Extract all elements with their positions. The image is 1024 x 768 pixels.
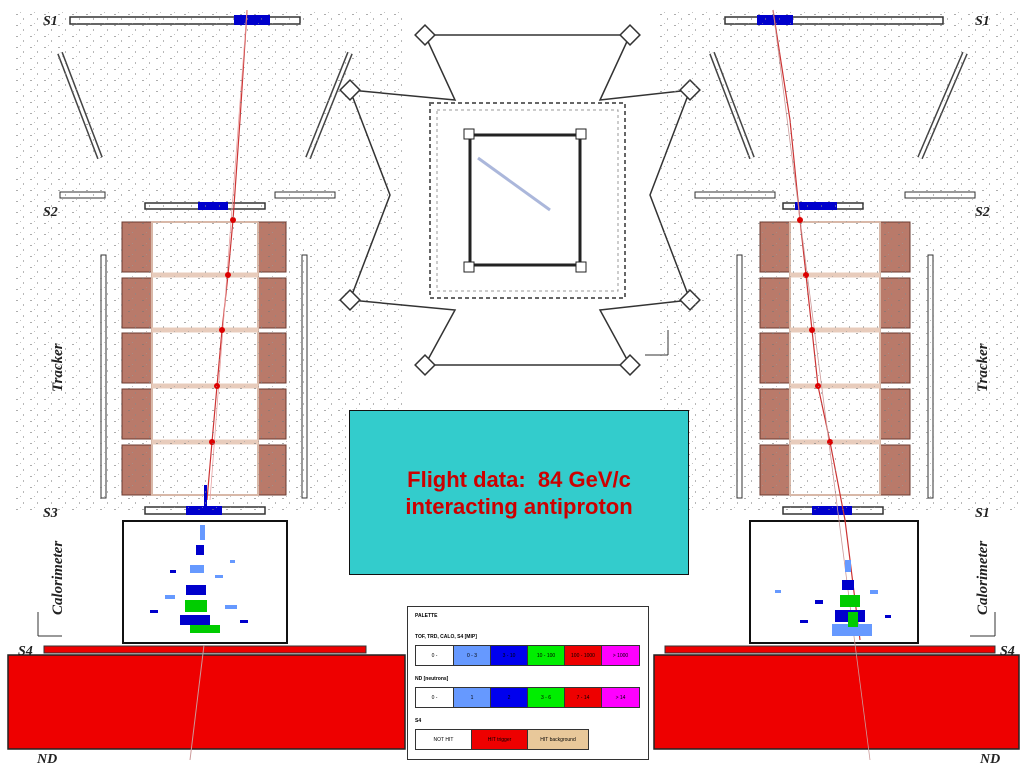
palette-row1: 0 - 0 - 3 3 - 10 10 - 100 100 - 1000 > 1… [415,645,640,666]
right-view [653,9,1020,761]
nd-left-slab [7,654,406,750]
left-calo-shower [150,485,248,633]
s3-right-label: S1 [975,506,990,521]
center-track [477,156,551,212]
palette-cell: HIT trigger [472,730,528,749]
event-info-line-2: interacting antiproton [405,493,633,519]
tracker-right-label: Tracker [975,343,991,392]
palette-cell: 0 - [416,646,454,665]
s1-right-label: S1 [975,14,990,29]
right-calo-shower [775,560,891,636]
palette-cell: 2 [491,688,528,707]
palette-cell: 3 - 6 [528,688,565,707]
palette-cell: 100 - 1000 [565,646,602,665]
palette-cell: NOT HIT [416,730,472,749]
palette-cell: 7 - 14 [565,688,602,707]
palette-row3-header: S4 [415,718,422,724]
nd-right-label: ND [980,752,1001,767]
nd-right-slab [653,654,1020,750]
right-calorimeter [749,520,919,644]
palette-cell: 1 [454,688,491,707]
palette-row3: NOT HIT HIT trigger HIT background [415,729,589,750]
palette-cell: > 1000 [602,646,639,665]
inner-square [468,133,582,267]
palette-cell: 0 - 3 [454,646,491,665]
palette-row2-header: ND [neutrons] [415,676,449,682]
s2-left-label: S2 [43,205,58,220]
s4-right-label: S4 [1000,644,1015,659]
s3-left-label: S3 [43,506,58,521]
calorimeter-right-label: Calorimeter [975,540,991,615]
palette-cell: 3 - 10 [491,646,528,665]
dashed-frame [429,102,626,299]
s1-left-label: S1 [43,14,58,29]
palette-title: PALETTE [415,613,438,619]
s4-left-label: S4 [18,644,33,659]
calorimeter-left-label: Calorimeter [50,540,66,615]
tracker-left-label: Tracker [50,343,66,392]
s2-right-label: S2 [975,205,990,220]
palette-cell: 0 - [416,688,454,707]
nd-left-label: ND [37,752,58,767]
palette-cell: > 14 [602,688,639,707]
palette-cell: HIT background [528,730,588,749]
palette-cell: 10 - 100 [528,646,565,665]
event-info-line-1: Flight data: 84 GeV/c [407,466,631,492]
palette-row1-header: TOF, TRD, CALO, S4 [MIP] [415,634,477,640]
palette-row2: 0 - 1 2 3 - 6 7 - 14 > 14 [415,687,640,708]
palette-legend: PALETTE TOF, TRD, CALO, S4 [MIP] 0 - 0 -… [407,606,649,760]
event-info-box: Flight data: 84 GeV/c interacting antipr… [349,410,689,575]
left-view [7,9,406,761]
